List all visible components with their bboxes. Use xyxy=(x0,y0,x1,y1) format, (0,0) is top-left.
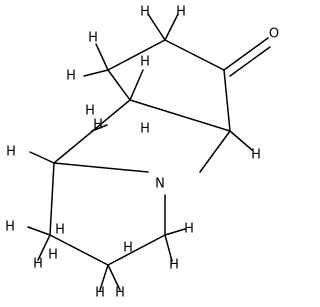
hydrogen-label: H xyxy=(140,55,150,70)
hydrogen-label: H xyxy=(169,258,179,273)
hydrogen-label: H xyxy=(48,248,58,263)
hydrogen-label: H xyxy=(33,257,43,272)
hydrogen-label: H xyxy=(95,286,105,301)
bond xyxy=(107,39,166,71)
bond xyxy=(107,69,131,101)
hydrogen-label: H xyxy=(184,222,194,237)
hydrogen-label: H xyxy=(123,241,133,256)
bond xyxy=(37,234,51,261)
double-bond xyxy=(223,37,269,71)
double-bond xyxy=(229,46,271,77)
bond xyxy=(199,130,231,173)
atom-labels: N O H H H H H H H H H H H H H H H H H H … xyxy=(5,5,279,301)
bond xyxy=(29,151,55,164)
bond xyxy=(27,226,51,236)
bond xyxy=(107,234,166,266)
bond xyxy=(49,234,109,266)
hydrogen-label: H xyxy=(115,286,125,301)
bond xyxy=(107,264,121,291)
hydrogen-label: H xyxy=(140,122,150,137)
hydrogen-label: H xyxy=(176,5,186,20)
bond xyxy=(164,39,225,71)
hydrogen-label: H xyxy=(5,220,15,235)
bond xyxy=(49,162,55,236)
hydrogen-label: H xyxy=(251,148,261,163)
bond-lines xyxy=(27,13,271,291)
hydrogen-label: H xyxy=(140,5,150,20)
bond xyxy=(164,234,173,262)
hydrogen-label: H xyxy=(6,145,16,160)
hydrogen-label: H xyxy=(66,69,76,84)
hydrogen-label: H xyxy=(55,223,65,238)
nitrogen-atom-label: N xyxy=(155,177,165,192)
bond xyxy=(53,162,149,173)
molecule-structure: N O H H H H H H H H H H H H H H H H H H … xyxy=(5,5,279,301)
hydrogen-label: H xyxy=(93,118,103,133)
bond xyxy=(223,69,231,132)
bond xyxy=(147,13,166,41)
bond xyxy=(164,13,179,41)
hydrogen-label: H xyxy=(88,31,98,46)
hydrogen-label: H xyxy=(85,104,95,119)
bond xyxy=(83,69,109,77)
bond xyxy=(229,130,253,151)
oxygen-atom-label: O xyxy=(269,27,279,42)
bond xyxy=(164,228,186,236)
bond xyxy=(91,124,108,132)
bond xyxy=(129,99,231,132)
bond xyxy=(95,43,109,71)
bond xyxy=(99,264,109,291)
bond xyxy=(129,69,144,101)
